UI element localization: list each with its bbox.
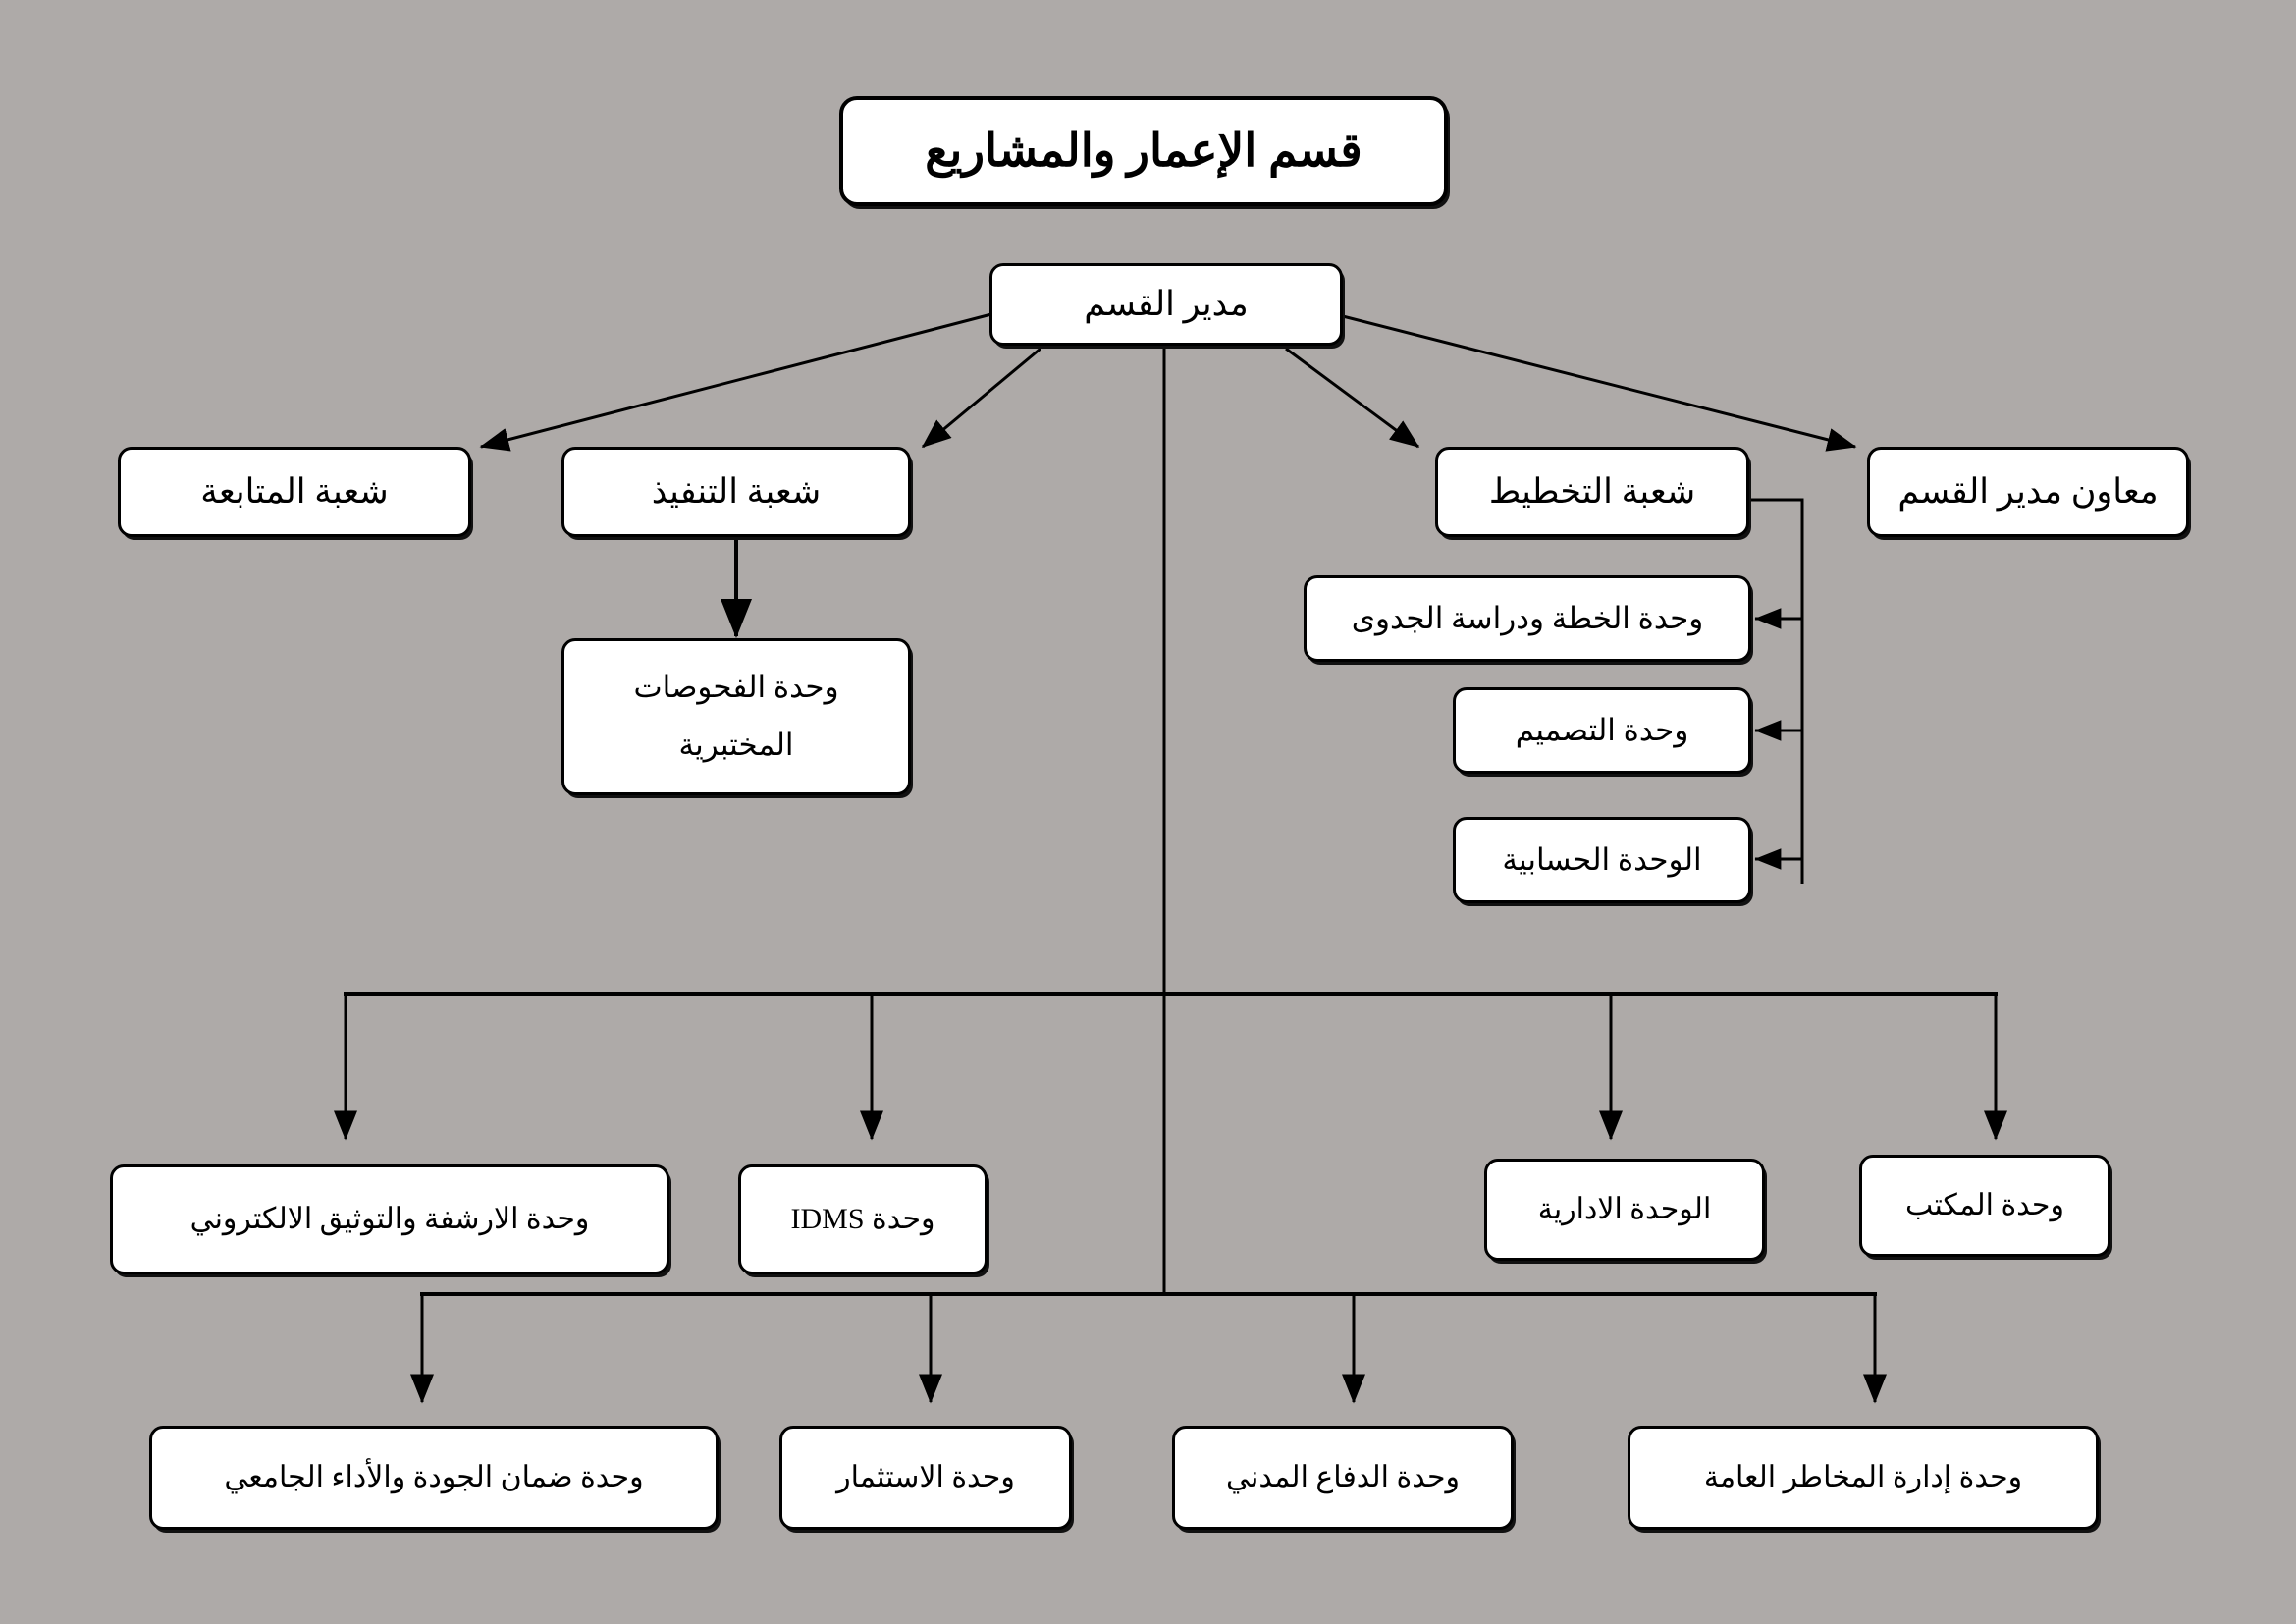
node-archiving-documentation-unit[interactable]: وحدة الارشفة والتوثيق الالكتروني [110,1164,669,1274]
node-office-unit[interactable]: وحدة المكتب [1859,1155,2110,1257]
node-risk-management-unit[interactable]: وحدة إدارة المخاطر العامة [1628,1426,2099,1530]
node-label-line2: المختبرية [678,728,794,762]
node-label: وحدة الاستثمار [836,1461,1015,1494]
node-accounting-unit[interactable]: الوحدة الحسابية [1453,817,1751,903]
node-label: الوحدة الادارية [1537,1193,1712,1226]
node-label-line1: وحدة الفحوصات [633,670,839,705]
node-investment-unit[interactable]: وحدة الاستثمار [779,1426,1072,1530]
node-label: وحدة ضمان الجودة والأداء الجامعي [224,1461,644,1494]
node-department-manager[interactable]: مدير القسم [989,263,1343,346]
node-planning-division[interactable]: شعبة التخطيط [1435,447,1749,537]
node-plan-feasibility-unit[interactable]: وحدة الخطة ودراسة الجدوى [1304,575,1751,662]
node-label: الوحدة الحسابية [1502,841,1702,877]
node-label: وحدة الخطة ودراسة الجدوى [1351,600,1704,635]
node-label: وحدة المكتب [1905,1189,2064,1222]
node-civil-defense-unit[interactable]: وحدة الدفاع المدني [1172,1426,1514,1530]
node-label: وحدة الارشفة والتوثيق الالكتروني [189,1203,590,1236]
chart-title-box: قسم الإعمار والمشاريع [839,96,1448,206]
node-label: وحدة IDMS [790,1203,935,1236]
node-design-unit[interactable]: وحدة التصميم [1453,687,1751,774]
node-implementation-division[interactable]: شعبة التنفيذ [561,447,911,537]
node-label: معاون مدير القسم [1897,471,2159,511]
chart-title-label: قسم الإعمار والمشاريع [925,125,1362,177]
node-label: شعبة المتابعة [200,471,389,511]
node-laboratory-tests-unit[interactable]: وحدة الفحوصات المختبرية [561,638,911,795]
node-follow-up-division[interactable]: شعبة المتابعة [118,447,471,537]
node-label: شعبة التخطيط [1488,471,1696,511]
node-idms-unit[interactable]: وحدة IDMS [738,1164,988,1274]
node-assistant-department-manager[interactable]: معاون مدير القسم [1867,447,2189,537]
node-label: وحدة الدفاع المدني [1225,1461,1461,1494]
node-quality-assurance-unit[interactable]: وحدة ضمان الجودة والأداء الجامعي [149,1426,719,1530]
node-administrative-unit[interactable]: الوحدة الادارية [1484,1159,1765,1261]
node-label: مدير القسم [1084,284,1249,323]
node-label: وحدة التصميم [1515,712,1689,747]
node-label: وحدة إدارة المخاطر العامة [1703,1461,2023,1494]
node-label: شعبة التنفيذ [651,471,822,511]
